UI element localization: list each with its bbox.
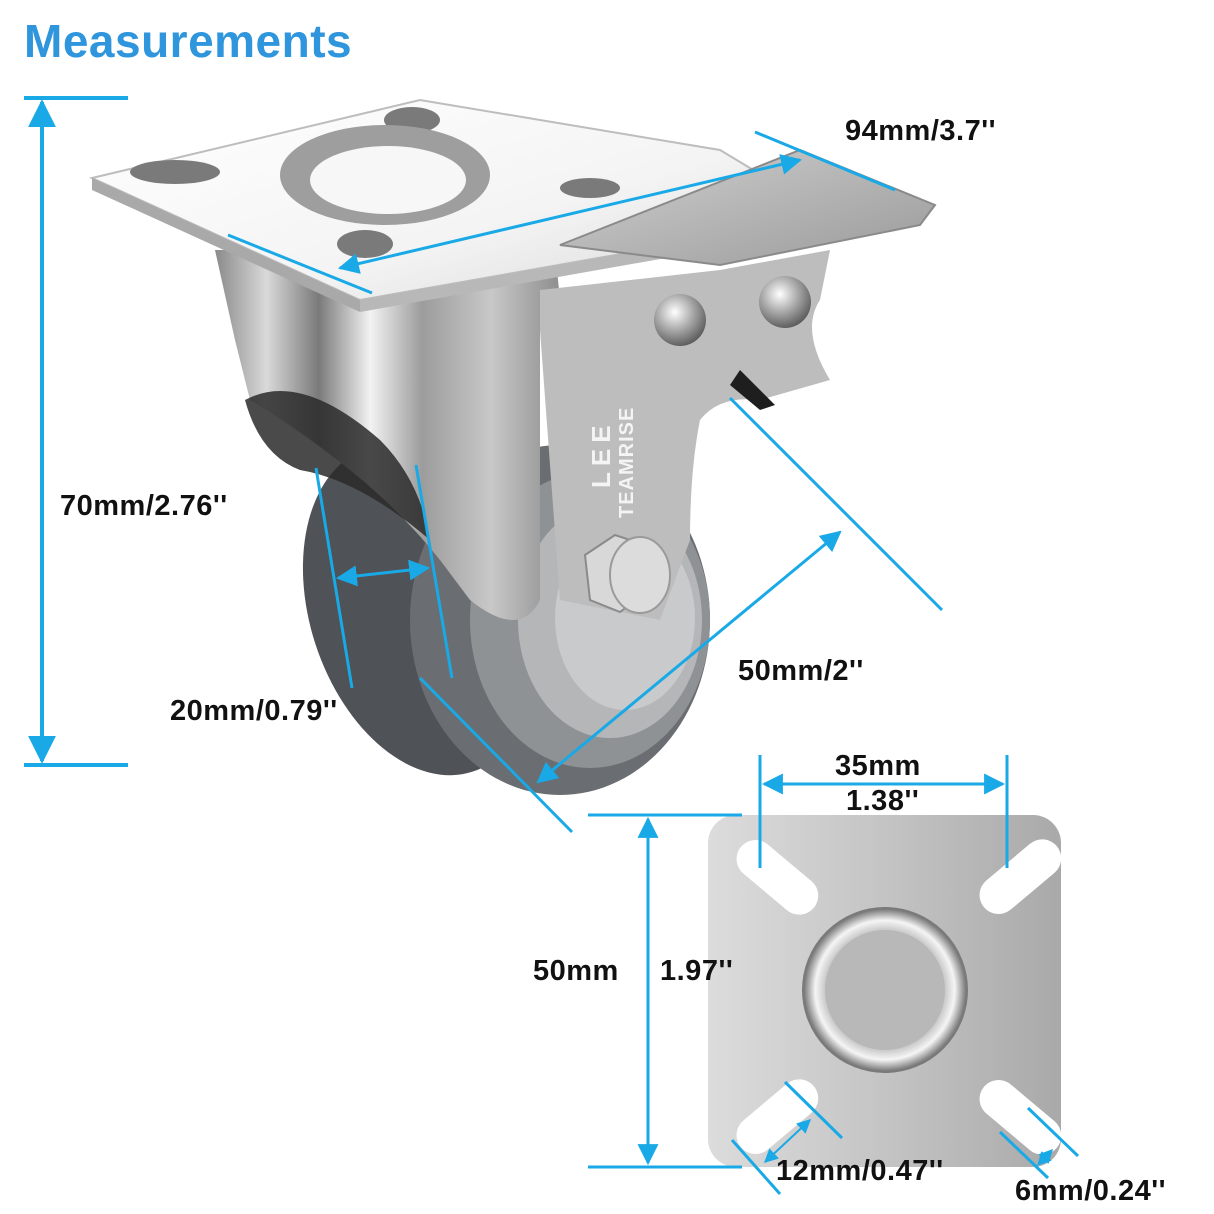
mounting-plate (708, 815, 1062, 1167)
label-hole-spacing-mm: 35mm (835, 750, 921, 782)
label-overall-height: 70mm/2.76'' (60, 490, 228, 522)
brand-logo-lee: LEE (586, 419, 616, 488)
axle-cap (609, 536, 671, 614)
brand-logo-teamrise: TEAMRISE (616, 406, 638, 518)
slot-hole (736, 840, 819, 915)
plate-hole (560, 178, 620, 198)
slot-hole (979, 1080, 1062, 1155)
brake-shoe (730, 370, 775, 410)
rivet (654, 294, 706, 346)
label-top-plate-length: 94mm/3.7'' (845, 115, 996, 147)
fork-body (215, 250, 560, 620)
label-plate-height-mm: 50mm (533, 955, 619, 987)
rivet (759, 276, 811, 328)
slot-hole (979, 839, 1062, 914)
label-wheel-width: 20mm/0.79'' (170, 695, 338, 727)
slot-hole (736, 1079, 819, 1154)
label-hole-spacing-in: 1.38'' (846, 785, 920, 817)
label-wheel-diameter: 50mm/2'' (738, 655, 864, 687)
plate-hole (130, 160, 220, 184)
plate-hole (337, 230, 393, 258)
label-slot-width: 6mm/0.24'' (1015, 1175, 1166, 1207)
label-slot-length: 12mm/0.47'' (776, 1155, 944, 1187)
side-plate (540, 250, 830, 620)
dimension-lines (24, 96, 1080, 1195)
page-title: Measurements (24, 15, 353, 67)
label-plate-height-in: 1.97'' (660, 955, 734, 987)
fork-opening (245, 391, 430, 540)
